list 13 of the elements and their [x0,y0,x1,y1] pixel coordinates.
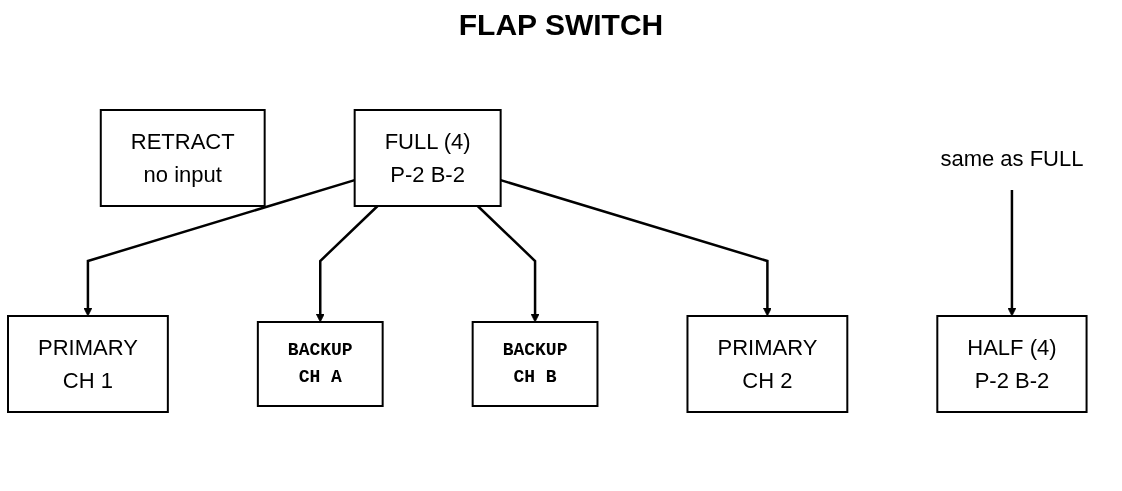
node-box: BACKUP CH A [257,321,384,407]
node-box: HALF (4) P-2 B-2 [936,315,1088,413]
node-box: PRIMARY CH 1 [7,315,170,413]
arrow [477,205,540,323]
diagram-title: FLAP SWITCH [457,8,665,42]
node-box: PRIMARY CH 2 [686,315,849,413]
arrow [500,178,773,317]
arrow [316,205,379,323]
node-box: RETRACT no input [100,109,266,207]
node-box: BACKUP CH B [471,321,599,407]
node-text: same as FULL [940,145,1084,171]
arrow [1007,189,1017,317]
node-box: FULL (4) P-2 B-2 [353,109,502,207]
